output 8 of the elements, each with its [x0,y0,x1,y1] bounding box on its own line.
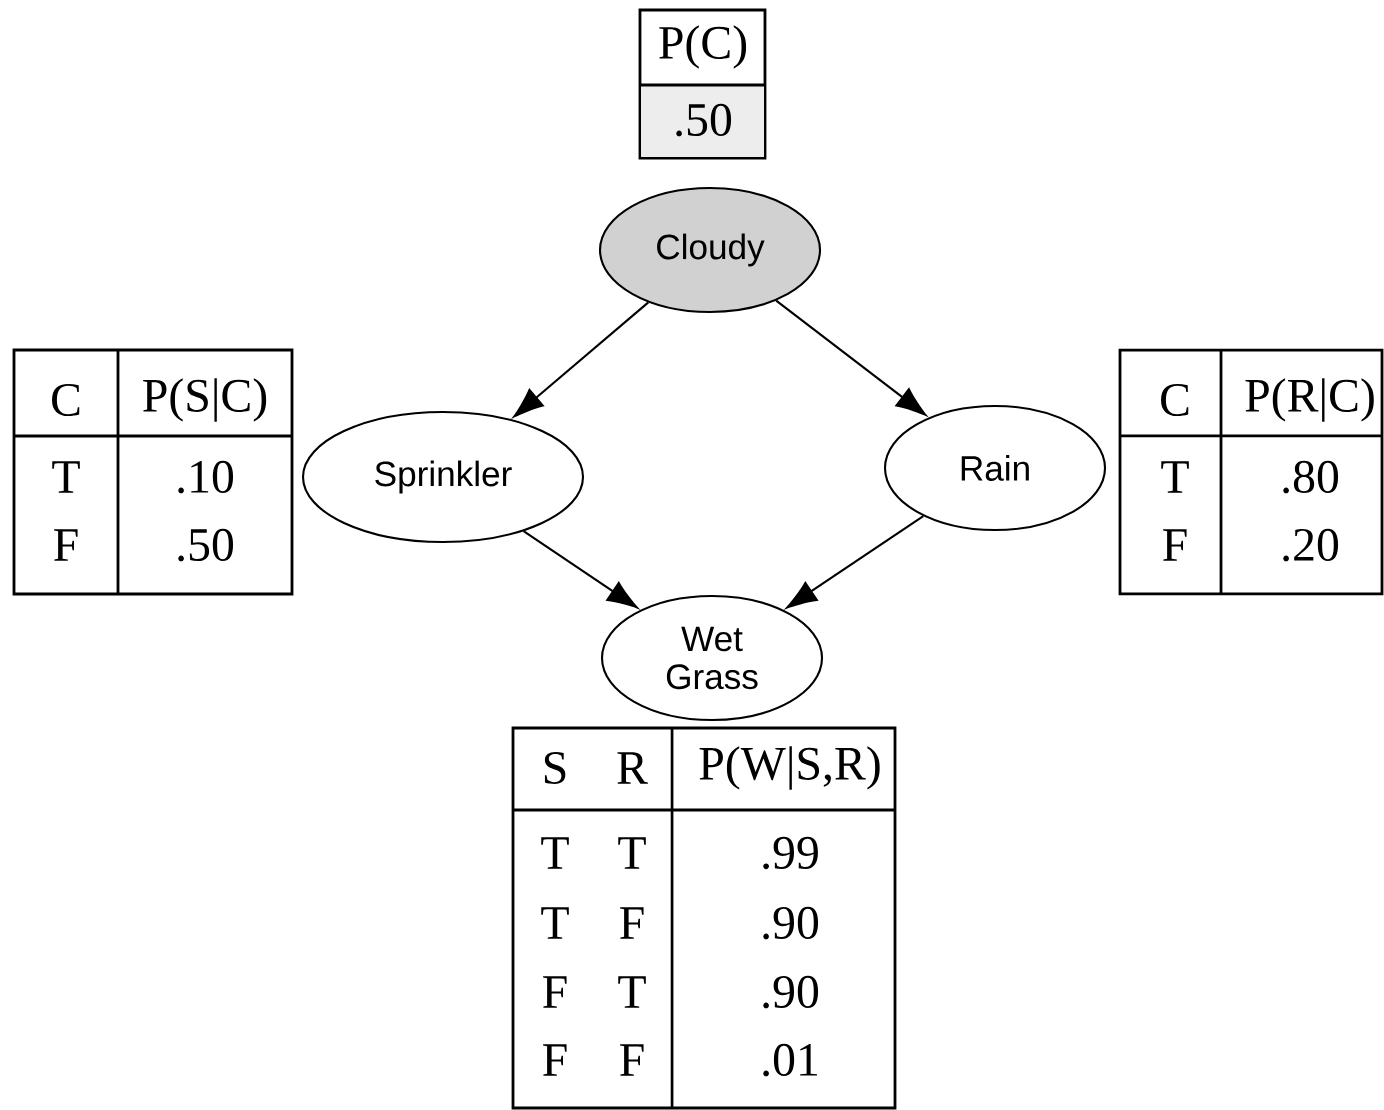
probability-table: C P(S|C) T .10 F .50 [12,348,294,596]
arrow [775,299,927,416]
arrow [523,530,638,609]
probability-table: C P(R|C) T .80 F .20 [1118,348,1384,596]
arrow [513,301,649,418]
probability-table: P(C) .50 [638,8,767,160]
probability-table: S R P(W|S,R) T T .99 T F .90 F T .90 F F .01 [511,726,897,1110]
arrow [786,515,924,609]
